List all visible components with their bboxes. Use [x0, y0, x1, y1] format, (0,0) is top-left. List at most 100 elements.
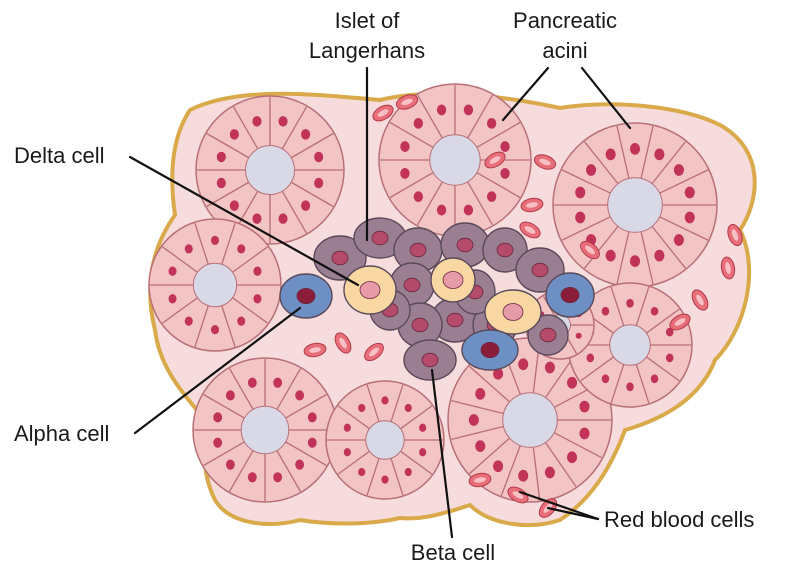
acinar-nucleus — [674, 234, 684, 246]
acinar-nucleus — [237, 316, 245, 325]
acinar-nucleus — [575, 187, 585, 199]
acinar-nucleus — [626, 299, 634, 308]
acinar-nucleus — [405, 404, 412, 412]
acinar-nucleus — [253, 267, 261, 276]
acinar-nucleus — [217, 178, 226, 189]
acinar-nucleus — [381, 396, 388, 404]
acinar-nucleus — [685, 212, 695, 224]
label-islet-line1: Islet of — [335, 8, 401, 33]
acinar-nucleus — [381, 475, 388, 483]
acinar-nucleus — [518, 470, 528, 482]
acinar-nucleus — [437, 105, 446, 116]
acinar-nucleus — [545, 362, 555, 374]
acinar-nucleus — [248, 378, 257, 388]
acinar-nucleus — [651, 307, 659, 316]
beta-cell-nucleus — [497, 243, 513, 257]
acinar-nucleus — [278, 116, 287, 127]
acinus-lumen — [503, 393, 558, 448]
alpha-cell-nucleus — [481, 342, 499, 357]
delta-cell — [344, 266, 396, 314]
delta-cell-nucleus — [503, 304, 523, 321]
label-acini-line1: Pancreatic — [513, 8, 617, 33]
acinar-nucleus — [651, 374, 659, 383]
delta-cell — [485, 290, 541, 334]
acinar-nucleus — [405, 468, 412, 476]
acinar-nucleus — [587, 354, 595, 363]
label-alpha-cell: Alpha cell — [14, 421, 109, 446]
beta-cell-nucleus — [457, 238, 473, 252]
acinar-nucleus — [685, 187, 695, 199]
acinar-nucleus — [185, 244, 193, 253]
acinar-nucleus — [273, 472, 282, 482]
acinar-nucleus — [252, 213, 261, 224]
acinar-nucleus — [217, 152, 226, 163]
acinar-nucleus — [169, 267, 177, 276]
label-beta-cell: Beta cell — [411, 540, 495, 565]
label-red-blood-cells: Red blood cells — [604, 507, 754, 532]
acinar-nucleus — [253, 294, 261, 303]
acinar-nucleus — [576, 333, 582, 339]
acinar-nucleus — [567, 451, 577, 463]
acinar-nucleus — [606, 250, 616, 262]
beta-cell-nucleus — [412, 318, 428, 332]
acinar-nucleus — [500, 141, 509, 152]
acinar-nucleus — [500, 168, 509, 179]
label-delta-cell: Delta cell — [14, 143, 104, 168]
acinar-nucleus — [464, 105, 473, 116]
acinar-nucleus — [314, 178, 323, 189]
acinus-lumen — [246, 146, 295, 195]
acinar-nucleus — [469, 414, 479, 426]
acinar-nucleus — [654, 250, 664, 262]
acinar-nucleus — [252, 116, 261, 127]
acinar-nucleus — [169, 294, 177, 303]
acinus-lumen — [366, 421, 405, 460]
beta-cell-nucleus — [410, 243, 426, 257]
acinar-nucleus — [419, 424, 426, 432]
acinar-nucleus — [358, 404, 365, 412]
acinar-nucleus — [602, 307, 610, 316]
acinar-nucleus — [419, 448, 426, 456]
acinar-nucleus — [575, 212, 585, 224]
alpha-cell-nucleus — [561, 287, 579, 302]
acinar-nucleus — [295, 460, 304, 470]
label-acini-line2: acini — [542, 38, 587, 63]
acinar-nucleus — [237, 244, 245, 253]
acinus — [149, 219, 281, 351]
acinar-nucleus — [248, 472, 257, 482]
acinar-nucleus — [602, 374, 610, 383]
acinar-nucleus — [475, 440, 485, 452]
acinar-nucleus — [230, 129, 239, 140]
acinar-nucleus — [308, 438, 317, 448]
acinus-lumen — [241, 406, 289, 454]
acinar-nucleus — [344, 424, 351, 432]
acinar-nucleus — [487, 118, 496, 129]
acinar-nucleus — [464, 205, 473, 216]
acinar-nucleus — [358, 468, 365, 476]
acinus — [553, 123, 717, 287]
acinar-nucleus — [400, 168, 409, 179]
beta-cell-nucleus — [372, 231, 388, 245]
beta-cell-nucleus — [422, 353, 438, 367]
acinar-nucleus — [226, 390, 235, 400]
beta-cell-nucleus — [404, 278, 420, 292]
acinar-nucleus — [545, 467, 555, 479]
acinar-nucleus — [400, 141, 409, 152]
acinar-nucleus — [295, 390, 304, 400]
acinus-lumen — [608, 178, 663, 233]
alpha-cell — [546, 273, 594, 317]
beta-cell-nucleus — [447, 313, 463, 327]
acinar-nucleus — [437, 205, 446, 216]
acinus — [193, 358, 337, 502]
acinar-nucleus — [230, 200, 239, 211]
acinus-lumen — [610, 325, 651, 366]
delta-cell — [431, 258, 475, 302]
acinus — [326, 381, 444, 499]
delta-cell-nucleus — [360, 282, 380, 299]
acinar-nucleus — [487, 191, 496, 202]
acinar-nucleus — [308, 412, 317, 422]
acinar-nucleus — [475, 388, 485, 400]
acinar-nucleus — [630, 255, 640, 267]
acinar-nucleus — [226, 460, 235, 470]
acinar-nucleus — [674, 164, 684, 176]
